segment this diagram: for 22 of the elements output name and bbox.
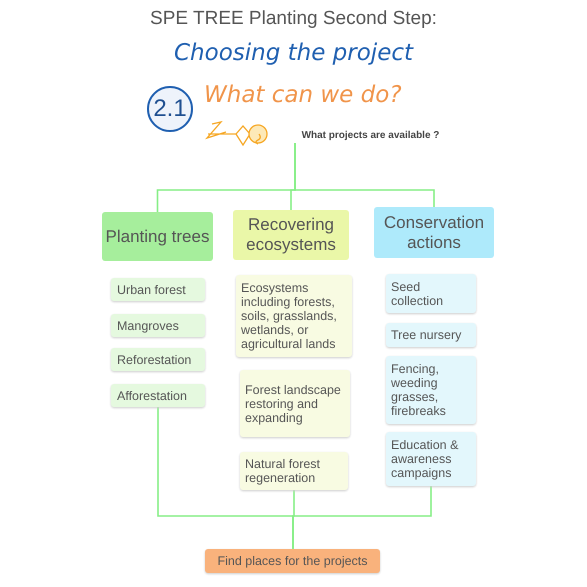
category-box: Conservation actions — [374, 207, 494, 258]
goal-box: Find places for the projects — [205, 549, 380, 573]
item-box: Afforestation — [111, 384, 205, 407]
item-box: Forest landscape restoring and expanding — [240, 370, 350, 437]
item-box: Fencing, weeding grasses, firebreaks — [386, 356, 476, 424]
title: SPE TREE Planting Second Step: — [149, 8, 438, 30]
heading: What can we do? — [204, 82, 402, 108]
item-box: Ecosystems including forests, soils, grasslands, wetlands, or agricultural lands — [236, 275, 352, 357]
connector-line — [294, 143, 435, 207]
item-box: Seed collection — [386, 274, 476, 313]
question-text: What projects are available ? — [283, 127, 458, 143]
category-box: Planting trees — [102, 212, 213, 261]
number-circle: 2.1 — [147, 86, 193, 132]
item-box: Urban forest — [111, 278, 205, 301]
item-box: Mangroves — [111, 314, 205, 337]
item-box: Tree nursery — [386, 323, 476, 347]
item-box: Education & awareness campaigns — [386, 432, 476, 486]
subtitle: Choosing the project — [172, 40, 415, 66]
connector-line — [292, 486, 432, 549]
category-box: Recovering ecosystems — [233, 210, 349, 260]
item-box: Natural forest regeneration — [240, 452, 348, 490]
item-box: Reforestation — [111, 348, 205, 371]
